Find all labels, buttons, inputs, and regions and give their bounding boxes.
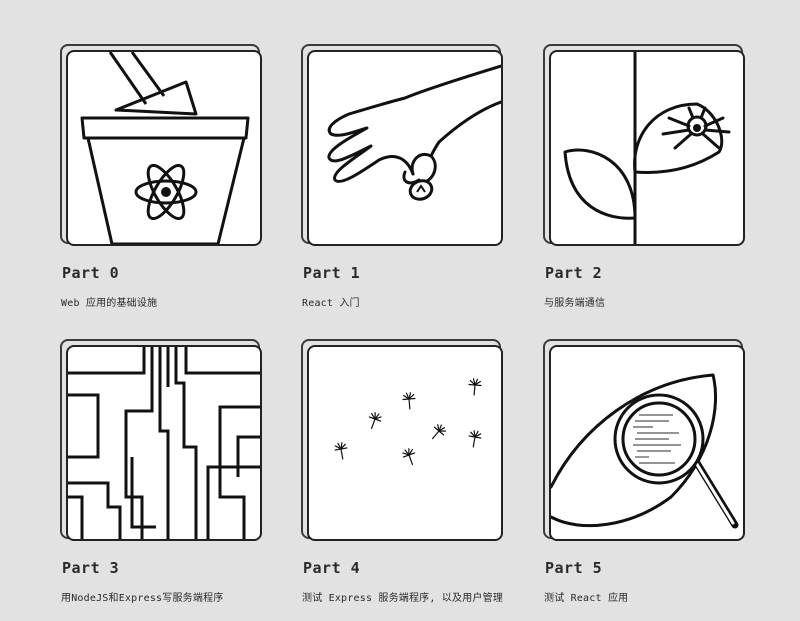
- react-flower-pot-icon: [80, 52, 250, 244]
- part-subtitle: 与服务端通信: [544, 298, 606, 309]
- part-title[interactable]: Part 3: [62, 559, 120, 577]
- part-card-3[interactable]: Part 3 用NodeJS和Express写服务端程序: [60, 339, 280, 604]
- circuit-board-icon: [68, 347, 260, 539]
- part-card-4[interactable]: Part 4 测试 Express 服务端程序, 以及用户管理: [301, 339, 521, 604]
- hand-holding-seed-icon: [327, 64, 501, 201]
- part-image-2[interactable]: [543, 44, 749, 250]
- part-image-1[interactable]: [301, 44, 507, 250]
- part-card-2[interactable]: Part 2 与服务端通信: [543, 44, 763, 309]
- part-title[interactable]: Part 2: [545, 264, 603, 282]
- part-card-5[interactable]: Part 5 测试 React 应用: [543, 339, 763, 604]
- part-image-3[interactable]: [60, 339, 266, 545]
- part-title[interactable]: Part 4: [303, 559, 361, 577]
- part-image-0[interactable]: [60, 44, 266, 250]
- part-title[interactable]: Part 1: [303, 264, 361, 282]
- part-card-1[interactable]: Part 1 React 入门: [301, 44, 521, 309]
- part-subtitle: 测试 React 应用: [544, 593, 629, 604]
- part-image-5[interactable]: [543, 339, 749, 545]
- part-card-0[interactable]: Part 0 Web 应用的基础设施: [60, 44, 280, 309]
- dandelion-seeds-icon: [333, 377, 483, 468]
- part-subtitle: 用NodeJS和Express写服务端程序: [61, 593, 224, 604]
- part-title[interactable]: Part 0: [62, 264, 120, 282]
- part-image-4[interactable]: [301, 339, 507, 545]
- part-title[interactable]: Part 5: [545, 559, 603, 577]
- part-subtitle: Web 应用的基础设施: [61, 298, 158, 309]
- part-subtitle: 测试 Express 服务端程序, 以及用户管理: [302, 593, 504, 604]
- magnifier-on-leaf-icon: [551, 373, 739, 529]
- part-subtitle: React 入门: [302, 298, 360, 309]
- leaf-with-bug-icon: [563, 52, 731, 244]
